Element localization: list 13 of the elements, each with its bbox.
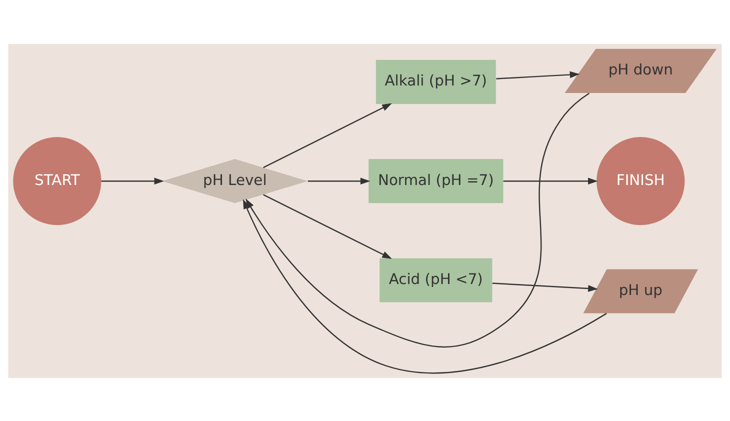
node-circle: FINISH [596, 136, 685, 225]
arrow [492, 282, 598, 292]
node-box: Normal (pH =7) [368, 158, 504, 203]
arrow [308, 177, 370, 184]
arrow [263, 194, 392, 258]
node-circle: START [13, 136, 102, 225]
node-diamond: pH Level [162, 158, 308, 203]
node-box: Alkali (pH >7) [376, 59, 496, 104]
arrow [503, 177, 598, 184]
node-box: Acid (pH <7) [380, 258, 492, 302]
arrow [496, 70, 580, 79]
arrow [101, 177, 164, 184]
arrow [263, 102, 392, 168]
